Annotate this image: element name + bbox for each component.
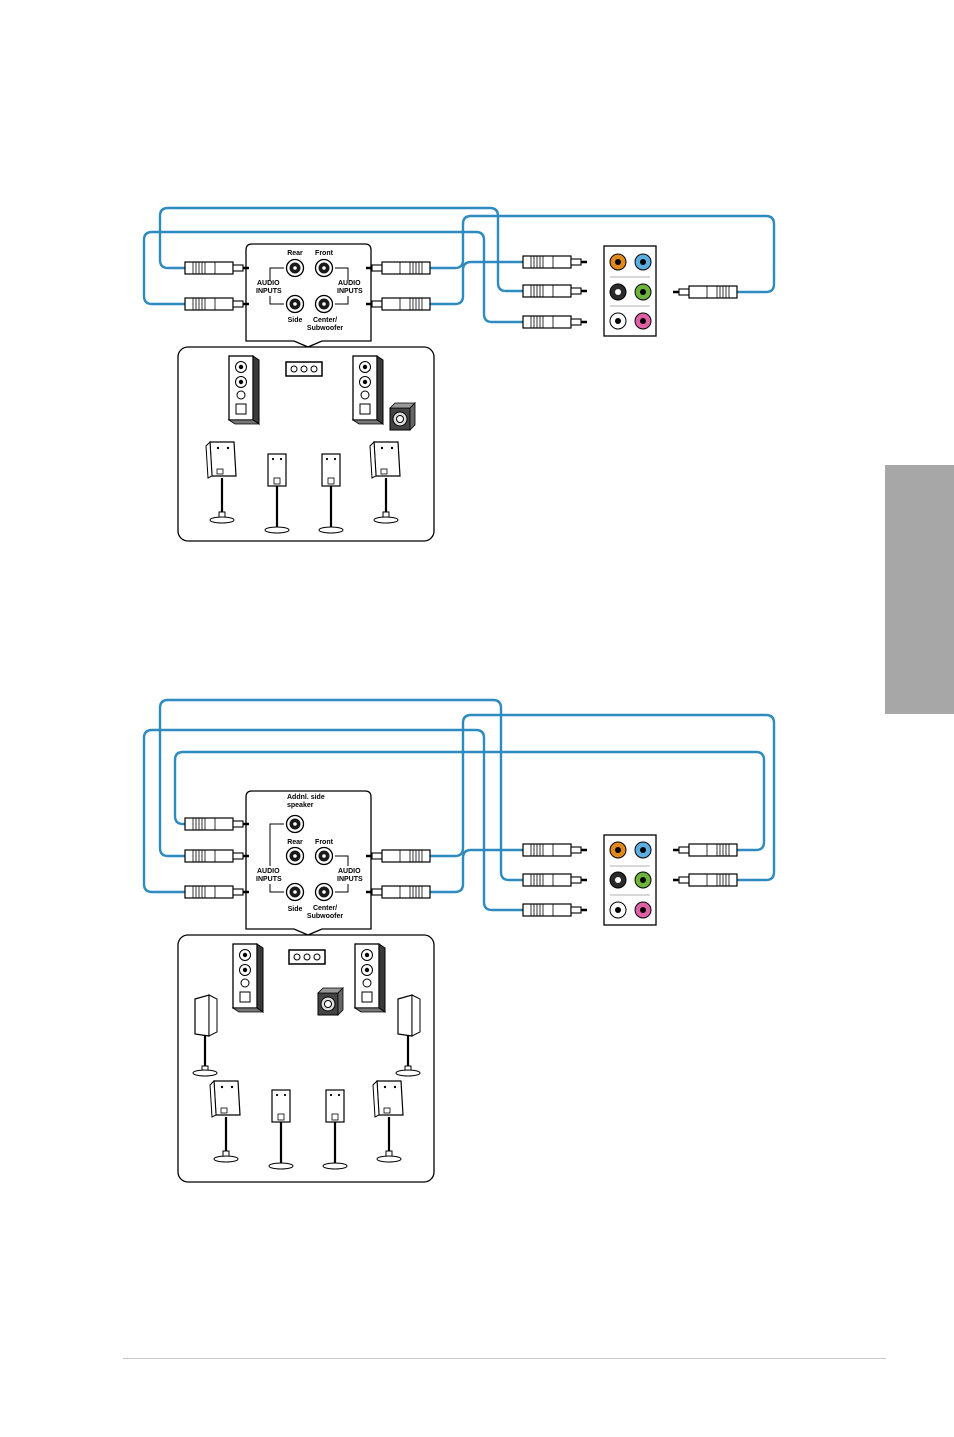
front-right-speaker — [355, 944, 385, 1012]
jack-front — [316, 260, 333, 277]
label-rear: Rear — [287, 839, 303, 846]
plug-pc-3 — [523, 316, 587, 328]
plug-rear-in — [185, 262, 249, 274]
pc-audio-panel-top — [604, 246, 656, 336]
jack-rear — [287, 848, 304, 865]
label-audio-left: AUDIO — [257, 868, 280, 875]
plug-pc-3 — [523, 904, 587, 916]
terminal-block — [289, 950, 325, 964]
subwoofer — [390, 403, 415, 430]
plug-pc-2 — [523, 285, 587, 297]
front-left-speaker — [233, 944, 263, 1012]
label-inputs-left: INPUTS — [256, 876, 282, 883]
plug-front-in — [366, 850, 430, 862]
front-left-speaker — [229, 356, 259, 424]
label-front: Front — [315, 250, 334, 257]
label-center: Center/ — [313, 317, 337, 324]
label-side: Side — [288, 317, 303, 324]
jack-center-sub — [316, 296, 333, 313]
plug-addnl-in — [185, 818, 249, 830]
jack-side — [287, 884, 304, 901]
jack-center-sub — [316, 884, 333, 901]
speakers-layout-bottom — [178, 935, 434, 1182]
jack-side — [287, 296, 304, 313]
plug-pc-2 — [523, 874, 587, 886]
pc-audio-panel-bottom — [604, 835, 656, 925]
label-addnl-speaker: speaker — [287, 802, 314, 809]
plug-pc-5 — [673, 874, 737, 886]
plug-rear-in — [185, 850, 249, 862]
jack-front — [316, 848, 333, 865]
label-side: Side — [288, 906, 303, 913]
label-center: Center/ — [313, 905, 337, 912]
subwoofer — [318, 988, 343, 1015]
label-inputs-left: INPUTS — [256, 288, 282, 295]
plug-side-in — [185, 886, 249, 898]
plug-center-in — [366, 886, 430, 898]
terminal-block — [286, 362, 322, 376]
plug-front-in — [366, 262, 430, 274]
speaker-input-panel-top: Rear Front Side Center/ Subwoofer AUDIO … — [246, 244, 371, 347]
label-front: Front — [315, 839, 334, 846]
plug-pc-1 — [523, 256, 587, 268]
speakers-layout-top — [178, 347, 434, 541]
plug-pc-1 — [523, 844, 587, 856]
jack-rear — [287, 260, 304, 277]
label-inputs-right: INPUTS — [337, 288, 363, 295]
plug-center-in — [366, 298, 430, 310]
label-audio-left: AUDIO — [257, 280, 280, 287]
plug-pc-4 — [673, 844, 737, 856]
label-inputs-right: INPUTS — [337, 876, 363, 883]
label-subwoofer: Subwoofer — [307, 325, 343, 332]
cable-front — [430, 216, 774, 292]
label-audio-right: AUDIO — [338, 280, 361, 287]
diagram-8-channel: Addnl. side speaker Rear Front Side Cent… — [144, 700, 774, 1182]
label-rear: Rear — [287, 250, 303, 257]
label-audio-right: AUDIO — [338, 868, 361, 875]
label-subwoofer: Subwoofer — [307, 913, 343, 920]
plug-pc-front — [673, 286, 737, 298]
diagram-6-channel: Rear Front Side Center/ Subwoofer AUDIO … — [144, 208, 774, 541]
jack-addnl-side — [287, 816, 304, 833]
label-addnl: Addnl. side — [287, 794, 325, 801]
speaker-input-panel-bottom: Addnl. side speaker Rear Front Side Cent… — [246, 791, 371, 935]
front-right-speaker — [353, 356, 383, 424]
plug-side-in — [185, 298, 249, 310]
